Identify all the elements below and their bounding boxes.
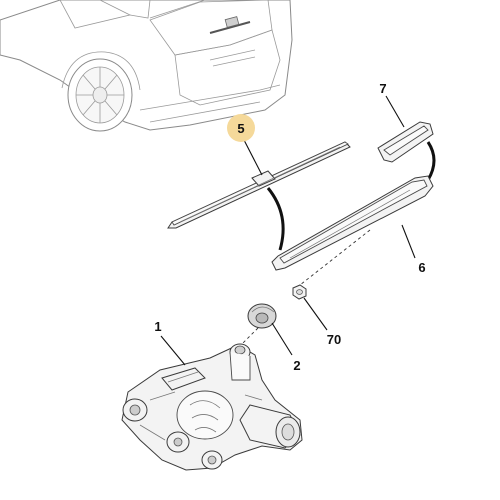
leader-line-2 <box>271 322 293 356</box>
nut-part <box>292 284 307 300</box>
seal-washer-part <box>247 303 277 329</box>
callout-1: 1 <box>154 319 161 334</box>
callout-70: 70 <box>327 332 341 347</box>
callout-6: 6 <box>418 260 425 275</box>
callout-5: 5 <box>237 121 244 136</box>
callout-7: 7 <box>379 81 386 96</box>
leader-line-70 <box>303 297 328 331</box>
wiper-arm-part <box>271 175 434 286</box>
wiper-blade-part <box>167 141 351 229</box>
assembly-axis-line <box>237 327 259 349</box>
assembly-arrow <box>426 141 436 181</box>
vehicle-rear-illustration <box>0 0 293 132</box>
leader-line-7 <box>385 95 405 128</box>
leader-line-6 <box>401 224 416 259</box>
assembly-arrow <box>266 187 285 251</box>
callout-2: 2 <box>293 358 300 373</box>
leader-line-5 <box>243 139 263 176</box>
wiper-motor-part <box>121 343 303 471</box>
callout-5-highlight <box>227 114 255 142</box>
leader-line-1 <box>160 335 186 366</box>
arm-cap-part <box>377 121 434 163</box>
